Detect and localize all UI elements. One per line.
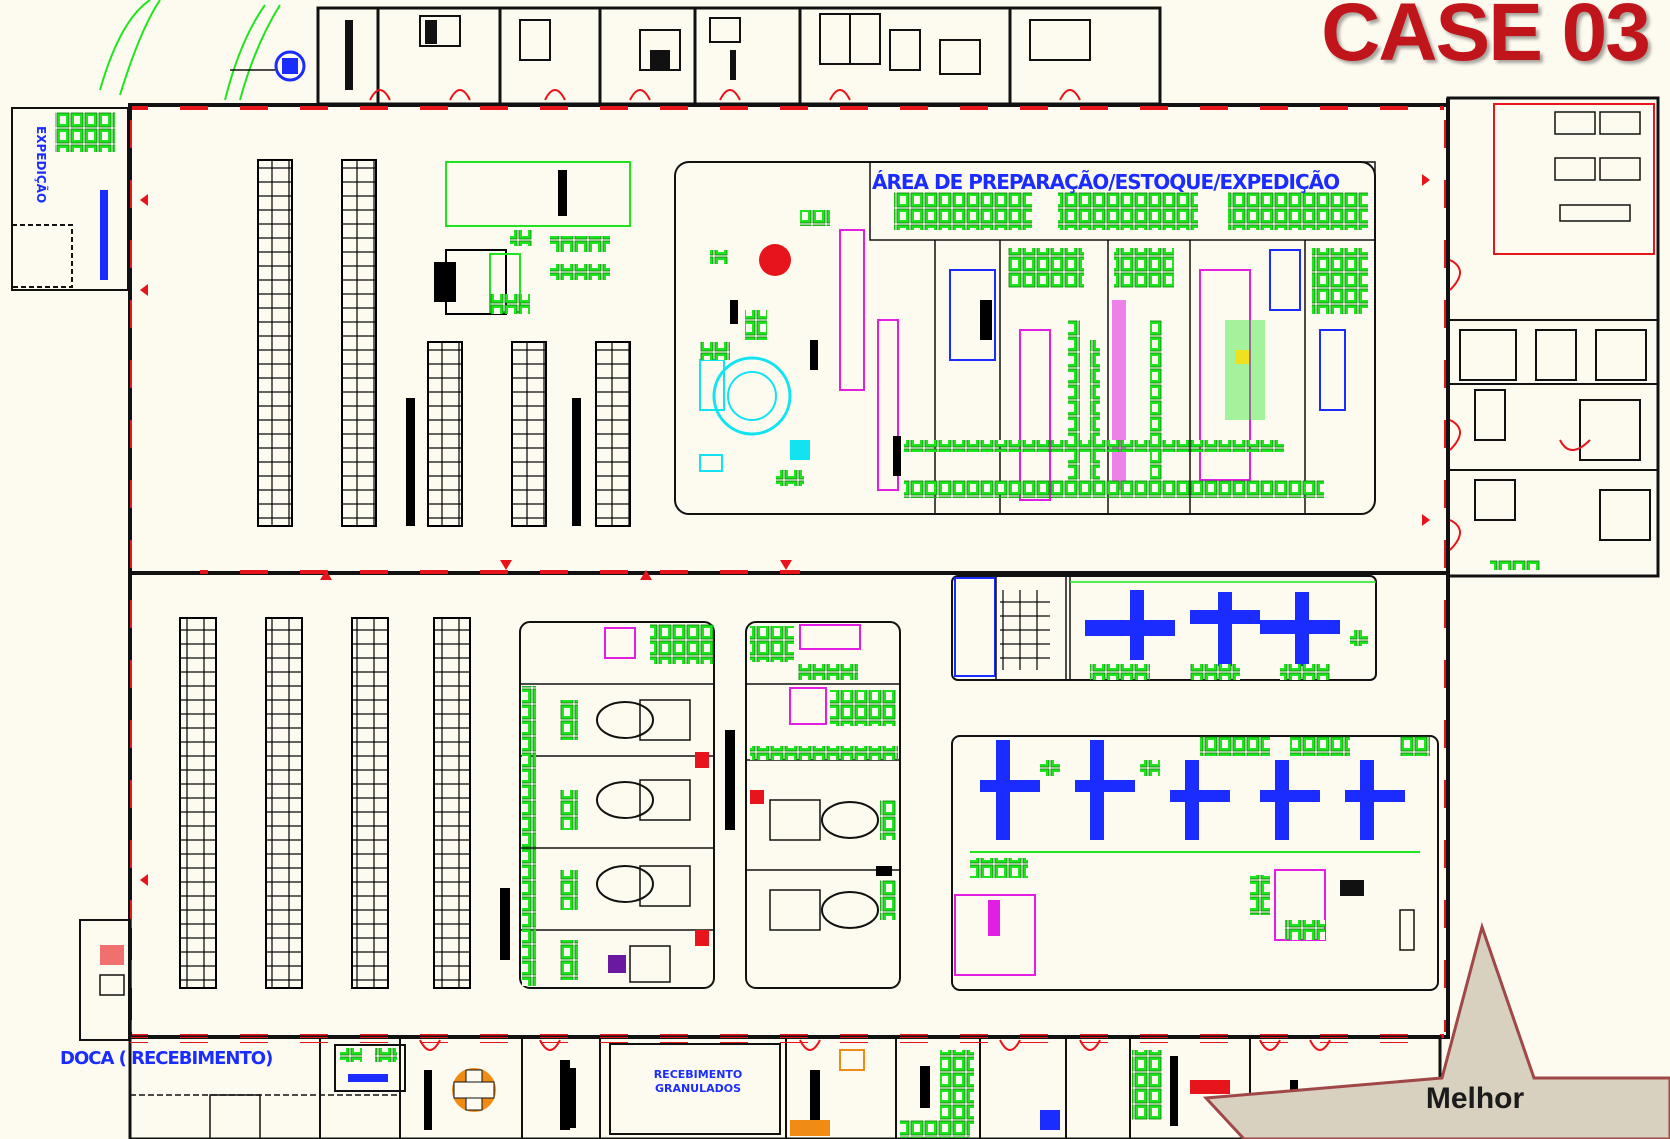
bottom-annex	[79, 919, 1442, 1139]
left-expedition-bay	[11, 107, 129, 291]
racks-lower	[179, 617, 471, 989]
racks-upper	[257, 159, 631, 527]
process-rooms	[500, 621, 901, 989]
machine-line-upper	[951, 575, 1377, 681]
top-annex	[99, 0, 1162, 106]
upper-left-work-area	[434, 161, 631, 315]
area-label: ÁREA DE PREPARAÇÃO/ESTOQUE/EXPEDIÇÃO	[872, 170, 1340, 194]
preparation-area	[674, 161, 1376, 515]
room-label: RECEBIMENTO GRANULADOS	[653, 1068, 743, 1095]
right-annex	[1446, 96, 1660, 578]
callout-star	[1202, 921, 1670, 1139]
case-title: CASE 03	[1321, 0, 1651, 78]
machine-line-lower	[951, 735, 1439, 991]
expedicao-label: EXPEDIÇÃO	[34, 126, 48, 204]
doca-label: DOCA ( RECEBIMENTO)	[60, 1048, 273, 1069]
callout-text: Melhor	[1425, 1082, 1525, 1115]
